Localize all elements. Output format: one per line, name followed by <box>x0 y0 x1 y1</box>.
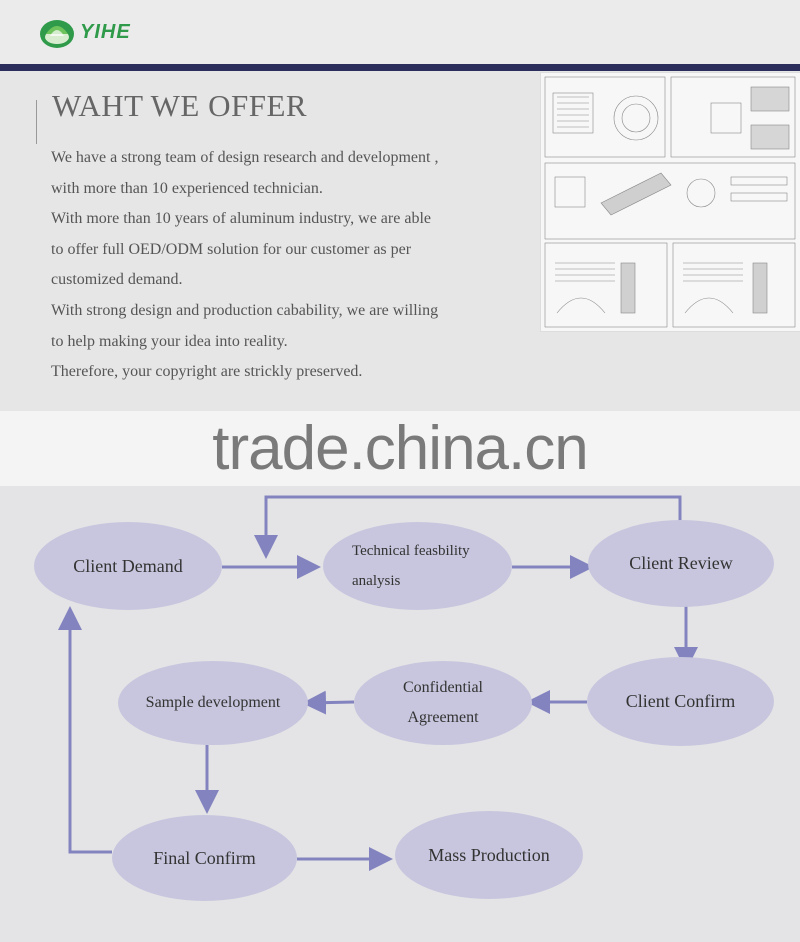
offer-text: We have a strong team of design research… <box>51 143 521 388</box>
node-label: Confidential <box>403 679 483 696</box>
node-label: Client Demand <box>73 555 183 576</box>
node-confidential-agreement[interactable]: Confidential Agreement <box>354 661 532 745</box>
node-label: Agreement <box>407 709 479 726</box>
offer-line: Therefore, your copyright are strickly p… <box>51 363 363 381</box>
node-label: Client Review <box>629 553 733 573</box>
offer-line: With strong design and production cababi… <box>51 301 439 319</box>
node-final-confirm[interactable]: Final Confirm <box>112 815 297 901</box>
offer-line: With more than 10 years of aluminum indu… <box>51 210 431 228</box>
node-label: Final Confirm <box>153 847 256 868</box>
drawing-sheet-icon <box>544 76 796 328</box>
node-label: Technical feasbility <box>352 543 470 559</box>
nav-bar <box>0 64 800 71</box>
node-sample-development[interactable]: Sample development <box>118 661 308 745</box>
offer-line: with more than 10 experienced technician… <box>51 179 323 197</box>
node-label: Client Confirm <box>625 691 736 711</box>
node-mass-production[interactable]: Mass Production <box>395 811 583 899</box>
logo[interactable]: YIHE <box>38 14 131 50</box>
brand-name: YIHE <box>80 20 131 43</box>
offer-line: customized demand. <box>51 271 183 289</box>
title-divider <box>36 100 37 144</box>
section-title: WAHT WE OFFER <box>52 88 308 123</box>
offer-line: to offer full OED/ODM solution for our c… <box>51 240 412 258</box>
node-label: analysis <box>352 573 401 589</box>
node-technical-feasibility[interactable]: Technical feasbility analysis <box>323 522 512 610</box>
logo-leaf-icon <box>40 20 74 48</box>
watermark-text: trade.china.cn <box>212 414 588 483</box>
technical-drawings-image <box>540 72 800 332</box>
offer-line: to help making your idea into reality. <box>51 332 288 350</box>
node-label: Sample development <box>145 694 281 711</box>
offer-line: We have a strong team of design research… <box>51 149 439 166</box>
node-client-review[interactable]: Client Review <box>588 520 774 607</box>
node-client-confirm[interactable]: Client Confirm <box>587 657 774 746</box>
node-label: Mass Production <box>428 844 550 865</box>
watermark-band <box>0 411 800 486</box>
header: YIHE <box>0 0 800 64</box>
node-client-demand[interactable]: Client Demand <box>34 522 222 610</box>
